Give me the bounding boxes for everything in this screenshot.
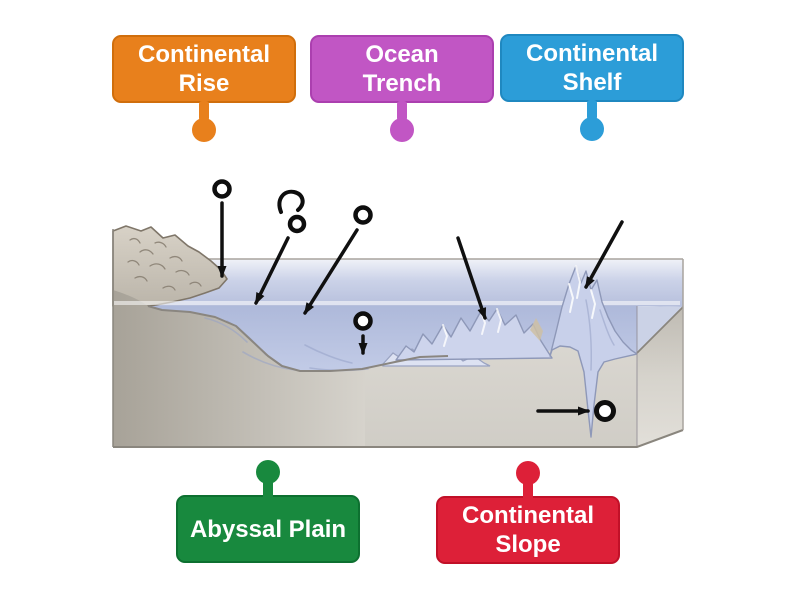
pin-stem — [587, 100, 597, 120]
pin-stem — [199, 101, 209, 121]
label-text: Continental — [138, 41, 270, 68]
label-text: Abyssal Plain — [189, 515, 347, 543]
label-text: Trench — [362, 70, 442, 97]
waterline-highlight — [114, 301, 680, 305]
label-card-abyssal-plain[interactable]: Abyssal Plain — [176, 460, 360, 563]
label-card-ocean-trench[interactable]: Ocean Trench — [310, 35, 494, 142]
drop-point-ring[interactable] — [353, 205, 373, 225]
pin-dot — [516, 461, 540, 485]
pointer-arrows — [217, 201, 624, 416]
curl-mark — [277, 189, 305, 214]
pointer-arrow — [303, 228, 359, 315]
seafloor-profile-line — [147, 305, 449, 372]
label-text: Continental — [462, 502, 594, 529]
ridge-mountains — [382, 308, 553, 367]
pin-dot — [192, 118, 216, 142]
pointer-arrow — [254, 236, 290, 305]
pin-dot — [580, 117, 604, 141]
drop-point-rings — [212, 179, 616, 422]
block-edges — [112, 229, 684, 448]
label-text: Rise — [178, 70, 230, 97]
label-text: Slope — [495, 531, 561, 558]
block-right-face — [636, 306, 684, 447]
label-card-continental-slope[interactable]: Continental Slope — [436, 461, 620, 564]
label-text: Shelf — [562, 69, 622, 96]
pin-stem — [397, 101, 407, 121]
label-card-continental-shelf[interactable]: Continental Shelf — [500, 34, 684, 141]
drop-point-ring[interactable] — [353, 311, 373, 331]
label-text: Ocean — [365, 41, 439, 68]
pin-dot — [256, 460, 280, 484]
label-card-continental-rise[interactable]: Continental Rise — [112, 35, 296, 142]
water-surface — [147, 258, 683, 307]
pin-stem — [263, 480, 273, 500]
pin-dot — [390, 118, 414, 142]
pointer-arrow — [584, 220, 624, 289]
label-text: Continental — [526, 40, 658, 67]
seamount-and-trench — [549, 265, 638, 438]
land-texture — [127, 237, 202, 291]
drop-point-ring[interactable] — [594, 400, 616, 422]
drop-point-ring[interactable] — [212, 179, 232, 199]
drop-point-ring[interactable] — [287, 214, 307, 234]
pointer-arrow — [456, 236, 487, 320]
pin-stem — [523, 481, 533, 501]
